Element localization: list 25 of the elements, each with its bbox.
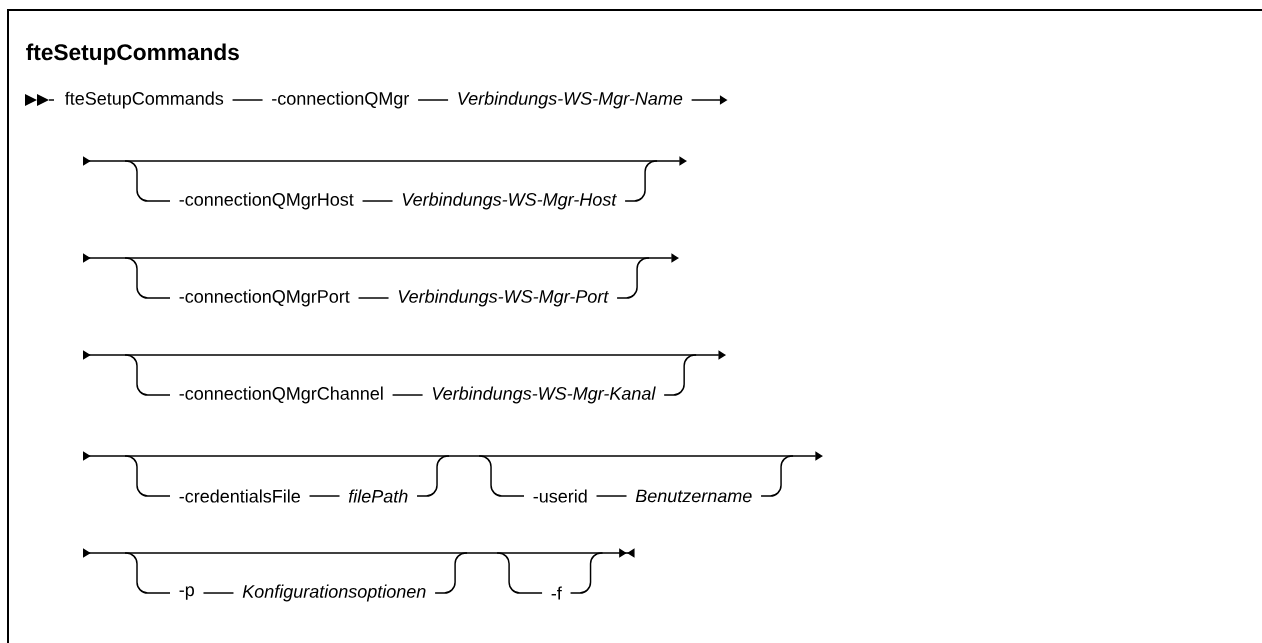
syntax-token: Verbindungs-WS-Mgr-Port <box>398 289 609 307</box>
syntax-token: filePath <box>348 489 408 503</box>
syntax-token: -connectionQMgrPort <box>179 289 350 307</box>
syntax-token: -p <box>179 586 194 600</box>
connector-line <box>595 495 628 497</box>
syntax-token: -connectionQMgrChannel <box>179 386 383 404</box>
connector-line <box>417 99 449 101</box>
connector-line <box>231 99 264 101</box>
syntax-token: Verbindungs-WS-Mgr-Kanal <box>432 386 656 404</box>
connector-line <box>391 394 424 396</box>
syntax-token: -credentialsFile <box>179 489 300 503</box>
syntax-token: Verbindungs-WS-Mgr-Host <box>402 192 617 210</box>
syntax-token: fteSetupCommands <box>65 91 224 109</box>
syntax-token: Verbindungs-WS-Mgr-Name <box>458 91 683 109</box>
connector-line <box>361 200 394 202</box>
title: fteSetupCommands <box>26 43 239 65</box>
syntax-token: Konfigurationsoptionen <box>242 584 426 602</box>
syntax-token: Benutzername <box>635 489 752 503</box>
connector-line <box>308 495 341 497</box>
connector-line <box>357 297 390 299</box>
syntax-token: -connectionQMgr <box>272 91 410 109</box>
syntax-token: -connectionQMgrHost <box>179 192 354 210</box>
syntax-token: -userid <box>533 489 587 503</box>
syntax-token: -f <box>551 586 562 600</box>
connector-line <box>202 592 235 594</box>
